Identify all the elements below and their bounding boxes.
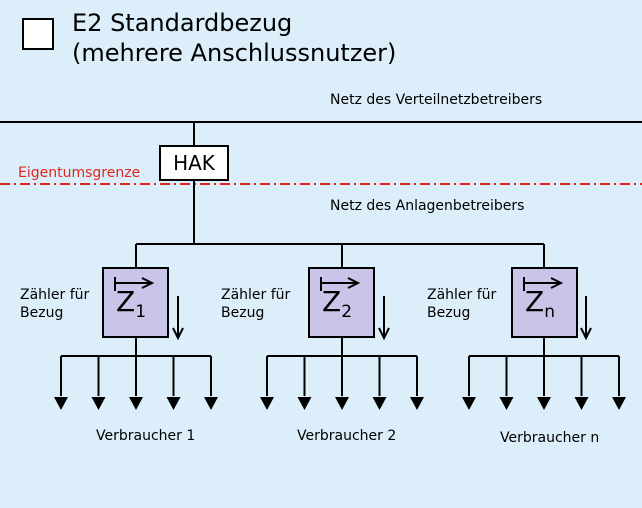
meter-1-symbol-letter: Z	[116, 285, 136, 318]
meter-2-box: Z2	[308, 267, 375, 338]
consumer-n-arrow-icon	[462, 397, 476, 410]
meter-n-label-line1: Zähler für	[427, 287, 497, 303]
meter-n-symbol: Zn	[525, 287, 555, 327]
meter-1-label-line2: Bezug	[20, 305, 64, 321]
meter-1-flow-arrow-icon	[172, 327, 184, 341]
consumer-2-arrow-icon	[335, 397, 349, 410]
selection-checkbox[interactable]	[22, 18, 54, 50]
meter-2-label-line1: Zähler für	[221, 287, 291, 303]
meter-2-arrow-icon	[320, 277, 361, 291]
consumer-1-arrow-icon	[129, 397, 143, 410]
diagram-title: E2 Standardbezug (mehrere Anschlussnutze…	[72, 8, 396, 68]
consumer-n-label: Verbraucher n	[500, 430, 600, 446]
consumer-1-arrow-icon	[166, 397, 181, 410]
consumer-n-arrow-icon	[574, 397, 589, 410]
meter-2-symbol-letter: Z	[322, 285, 342, 318]
meter-1-arrow-icon	[114, 277, 155, 291]
lower-network-label: Netz des Anlagenbetreibers	[330, 198, 525, 214]
ownership-boundary-label: Eigentumsgrenze	[18, 165, 141, 181]
consumer-2-arrow-icon	[372, 397, 387, 410]
meter-n-label: Zähler für Bezug	[427, 286, 496, 322]
meter-n-arrow-icon	[523, 277, 564, 291]
meter-2-label: Zähler für Bezug	[221, 286, 290, 322]
consumer-1-arrow-icon	[54, 397, 68, 410]
consumer-n-arrow-icon	[537, 397, 551, 410]
consumer-2-arrow-icon	[260, 397, 274, 410]
consumer-1-label: Verbraucher 1	[96, 428, 196, 444]
meter-1-symbol-index: 1	[135, 302, 147, 322]
title-line-2: (mehrere Anschlussnutzer)	[72, 39, 397, 67]
consumer-2-arrow-icon	[410, 397, 424, 410]
meter-2-flow-arrow-icon	[378, 327, 390, 341]
consumer-2-label: Verbraucher 2	[297, 428, 397, 444]
meter-n-flow-arrow-icon	[580, 327, 592, 341]
consumer-n-arrow-icon	[499, 397, 514, 410]
meter-2-label-line2: Bezug	[221, 305, 265, 321]
meter-1-label: Zähler für Bezug	[20, 286, 89, 322]
consumer-n-arrow-icon	[612, 397, 626, 410]
title-line-1: E2 Standardbezug	[72, 9, 293, 37]
meter-n-label-line2: Bezug	[427, 305, 471, 321]
upper-network-label: Netz des Verteilnetzbetreibers	[330, 92, 543, 108]
meter-2-symbol-index: 2	[341, 302, 353, 322]
meter-branches	[54, 244, 626, 410]
meter-1-label-line1: Zähler für	[20, 287, 90, 303]
meter-2-symbol: Z2	[322, 287, 352, 327]
meter-n-box: Zn	[511, 267, 578, 338]
meter-1-symbol: Z1	[116, 287, 146, 327]
consumer-2-arrow-icon	[297, 397, 312, 410]
consumer-1-arrow-icon	[204, 397, 218, 410]
consumer-1-arrow-icon	[91, 397, 106, 410]
meter-n-symbol-letter: Z	[525, 285, 545, 318]
meter-n-symbol-index: n	[544, 302, 555, 322]
hak-box: HAK	[159, 145, 229, 181]
meter-1-box: Z1	[102, 267, 169, 338]
